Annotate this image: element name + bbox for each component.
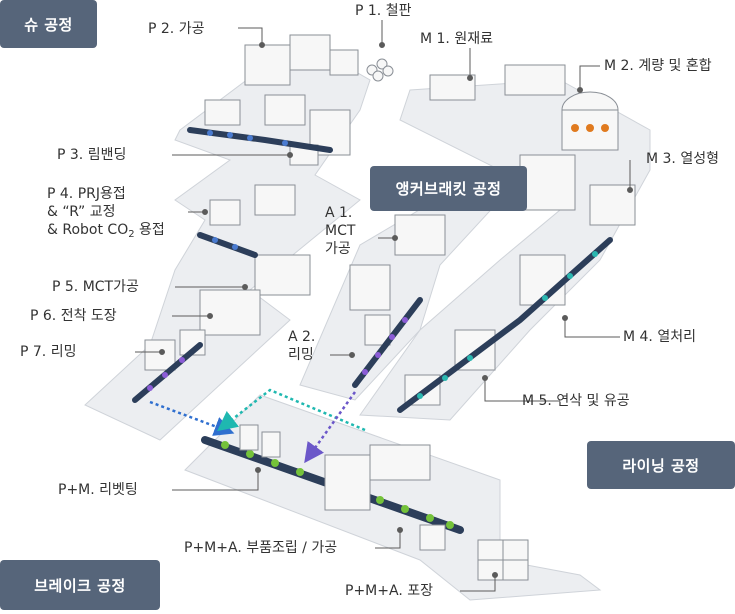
label-a1: A 1. MCT 가공 [325, 204, 355, 258]
label-a2: A 2. 리밍 [288, 328, 315, 364]
lining-conveyor [397, 237, 613, 413]
leader-lines [135, 20, 633, 592]
label-p4: P 4. PRJ용접 & “R” 교정 & Robot CO2 용접 [47, 185, 165, 244]
label-m1: M 1. 원재료 [420, 31, 493, 47]
label-a1-line1: A 1. [325, 205, 353, 221]
label-m2: M 2. 계량 및 혼합 [604, 58, 712, 74]
label-p1: P 2. 가공 [148, 20, 204, 38]
flow-arrow-shoe [149, 400, 235, 436]
label-p6: P 6. 전착 도장 [30, 308, 117, 324]
label-p4-line3sub: 2 [128, 229, 135, 240]
shoe-machines [144, 34, 394, 371]
badge-brake-process: 브레이크 공정 [0, 560, 160, 610]
label-p4-line1: P 4. PRJ용접 [47, 186, 126, 202]
label-p1-steel: P 1. 철판 [355, 3, 412, 19]
brake-machines [239, 424, 529, 581]
lining-machines [404, 64, 636, 406]
anchor-conveyor [352, 297, 423, 388]
label-a2-line1: A 2. [288, 329, 316, 345]
label-a1-line3: 가공 [325, 241, 351, 257]
badge-anchor-process: 앵커브래킷 공정 [370, 166, 527, 211]
label-p2-text: P 2. 가공 [148, 21, 205, 37]
label-pma-assembly: P+M+A. 부품조립 / 가공 [184, 540, 338, 556]
label-p4-line3a: & Robot CO [47, 222, 129, 238]
label-a1-line2: MCT [325, 223, 356, 239]
flow-arrow-lining [217, 388, 366, 432]
badge-shoe-process: 슈 공정 [0, 0, 97, 48]
anchor-platform [299, 179, 501, 401]
label-p5: P 5. MCT가공 [52, 279, 139, 295]
shoe-conveyors [132, 127, 333, 403]
shoe-conveyor-parts [147, 130, 288, 391]
label-a2-line2: 리밍 [288, 347, 314, 363]
label-p4-line2: & “R” 교정 [47, 204, 116, 220]
label-pm: P+M. 리벳팅 [58, 482, 138, 498]
label-p3: P 3. 림밴딩 [57, 147, 127, 163]
label-m3: M 3. 열성형 [646, 151, 719, 167]
label-pma-pack: P+M+A. 포장 [345, 583, 433, 599]
anchor-machines [349, 214, 446, 346]
badge-lining-process: 라이닝 공정 [587, 441, 735, 489]
label-p4-line3b: 용접 [134, 222, 165, 238]
label-m5: M 5. 연삭 및 유공 [522, 393, 630, 409]
label-p7: P 7. 리밍 [20, 344, 77, 360]
label-p4-line3: & Robot CO2 용접 [47, 221, 165, 244]
flow-arrow-anchor [304, 391, 357, 464]
label-m4: M 4. 열처리 [623, 329, 696, 345]
